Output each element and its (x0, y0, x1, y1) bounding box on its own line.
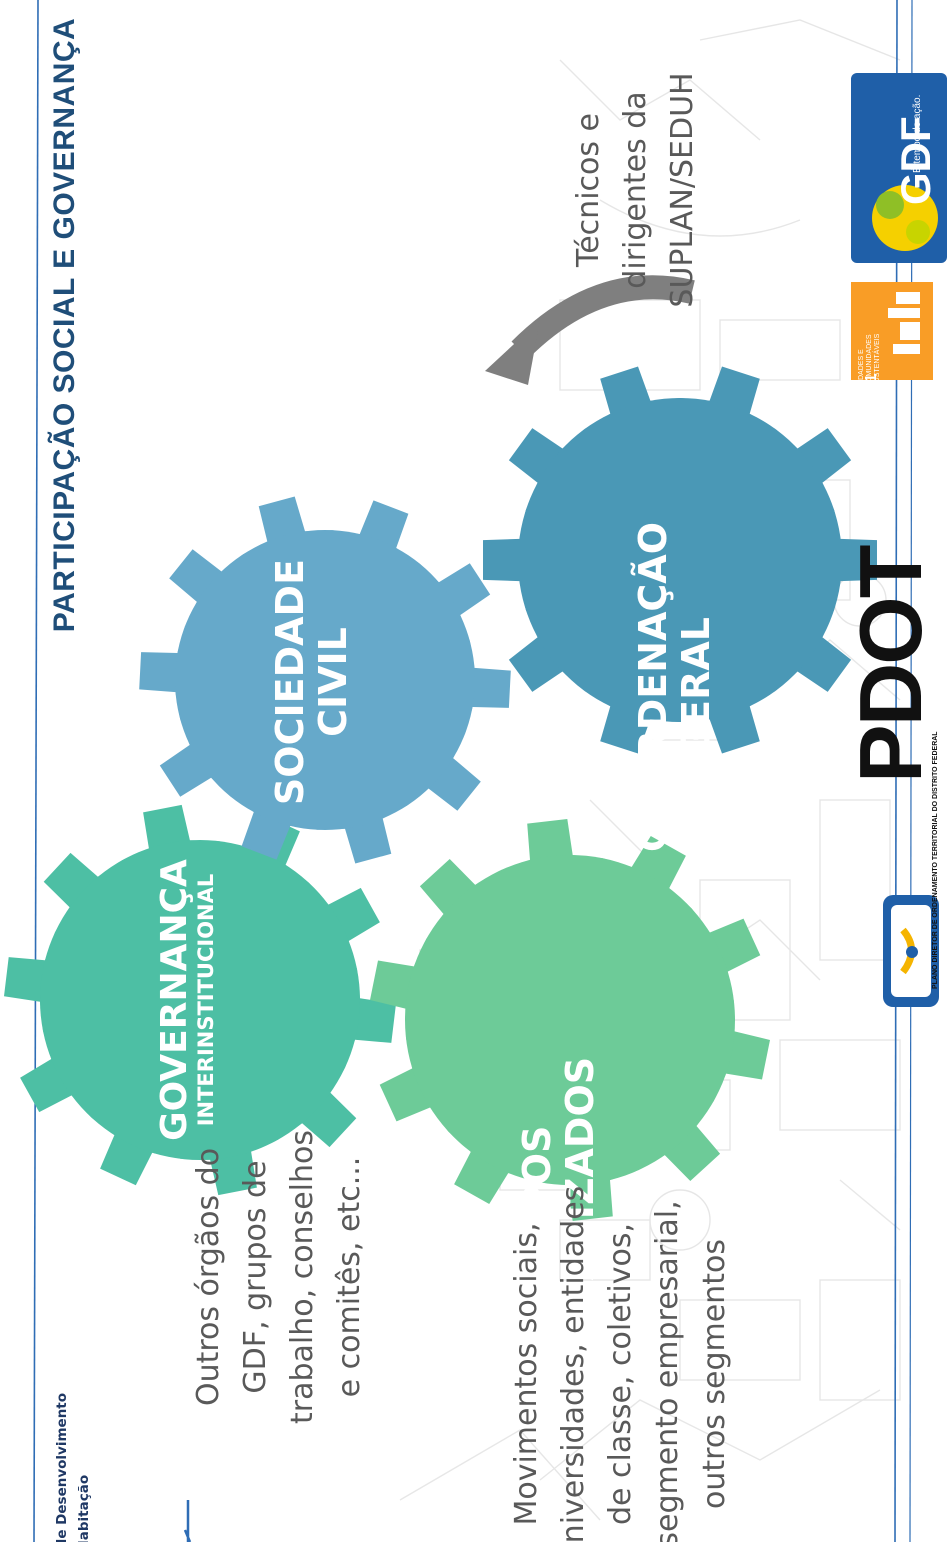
desc-line: Técnicos e (571, 113, 606, 267)
desc-line: dirigentes da (618, 91, 653, 289)
desc-line: GDF, grupos de (238, 1160, 273, 1394)
gear-governanca-body (40, 840, 360, 1160)
gear-coordenacao-body (518, 398, 842, 722)
desc-line: segmento empresarial, (650, 1200, 685, 1542)
gear-sociedade-line2: CIVIL (310, 627, 355, 737)
arrow-head (485, 320, 540, 385)
left-frame-line (33, 0, 39, 1542)
ods-11-badge (851, 282, 933, 380)
gear-sociedade (139, 496, 511, 864)
description-movimentos-sociais: Movimentos sociais, universidades, entid… (503, 1164, 743, 1542)
gear-coordenacao-line2: GERAL (673, 616, 718, 758)
gear-grupos-body (405, 855, 735, 1185)
curved-arrow (511, 275, 695, 359)
gear-label-sociedade: SOCIEDADE CIVIL (268, 537, 379, 827)
desc-line: Outros órgãos do (191, 1147, 226, 1407)
desc-line: de classe, coletivos, (603, 1222, 638, 1526)
gear-coordenacao-line1: COORDENAÇÃO (631, 521, 675, 853)
footer-line: taria de Desenvolvimento (54, 1392, 70, 1542)
description-tecnicos: Técnicos e dirigentes da SUPLAN/SEDUH (565, 40, 715, 340)
description-outros-orgaos: Outros órgãos do GDF, grupos de trabalho… (185, 1082, 375, 1472)
pdot-logo-mark (883, 895, 939, 1007)
pdot-logo-subtitle: PLANO DIRETOR DE ORDENAMENTO TERRITORIAL… (932, 731, 939, 989)
footer-bar (183, 1500, 192, 1542)
page-title: PARTICIPAÇÃO SOCIAL E GOVERNANÇA (48, 17, 81, 633)
pdot-logo-text: PDOT (841, 546, 940, 783)
desc-line: outros segmentos (697, 1239, 732, 1509)
desc-line: trabalho, conselhos (285, 1130, 320, 1424)
ods-text: CIDADES E COMUNIDADES SUSTENTÁVEIS (858, 333, 881, 387)
footer-line: no e Habitação (76, 1474, 92, 1542)
gear-governanca (4, 804, 396, 1196)
gear-coordenacao (483, 366, 877, 754)
footer-institution: taria de Desenvolvimento no e Habitação (51, 1389, 99, 1542)
gear-sociedade-body (175, 530, 475, 830)
desc-line: universidades, entidades (556, 1185, 591, 1542)
gear-sociedade-line1: SOCIEDADE (268, 558, 312, 806)
desc-line: Movimentos sociais, (509, 1222, 544, 1526)
gear-grupos (370, 819, 770, 1221)
desc-line: e comitês, etc... (332, 1156, 367, 1398)
gear-label-coordenacao: COORDENAÇÃO GERAL (631, 515, 742, 859)
gdf-logo (851, 73, 947, 263)
desc-line: SUPLAN/SEDUH (665, 72, 700, 308)
gdf-slogan: É tempo de ação. (912, 94, 923, 173)
